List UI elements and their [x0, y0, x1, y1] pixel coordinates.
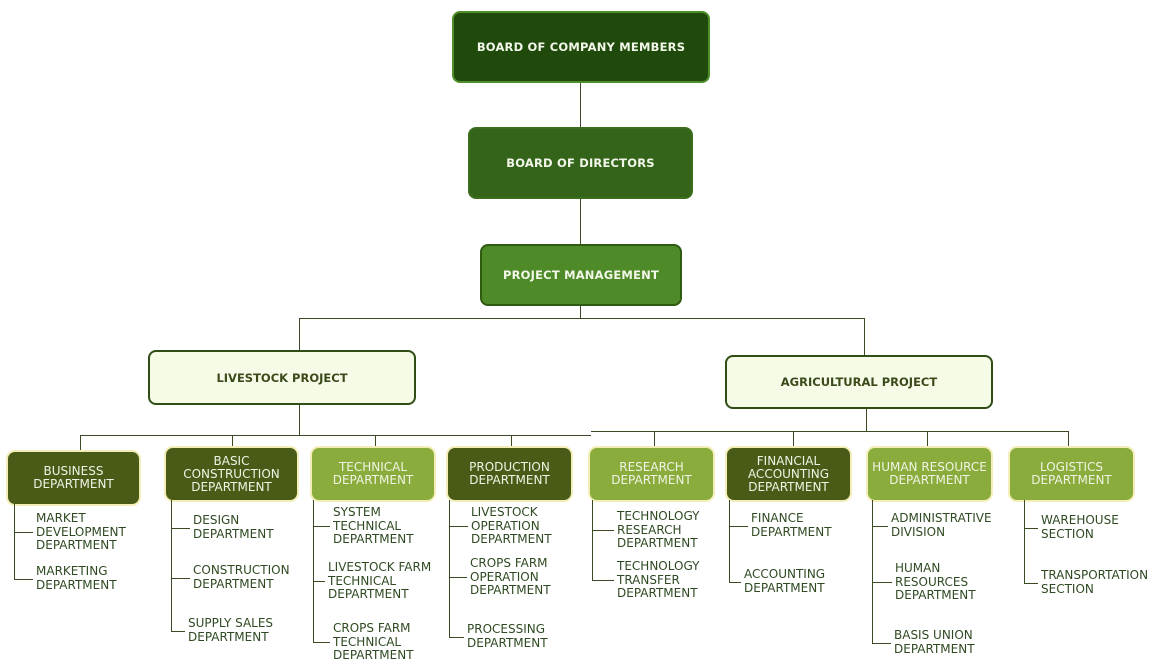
- sub-department: TECHNOLOGY RESEARCH DEPARTMENT: [617, 509, 700, 550]
- sub-tick: [171, 527, 190, 529]
- connector-projects-bar: [299, 318, 865, 319]
- sub-tick: [872, 525, 888, 527]
- connector-management-down: [580, 306, 581, 319]
- sub-tick: [729, 525, 748, 527]
- sub-tick: [592, 580, 614, 582]
- sub-tick: [14, 578, 33, 580]
- sub-tick: [171, 577, 190, 579]
- logistics-department-box: LOGISTICS DEPARTMENT: [1010, 448, 1133, 500]
- connector-to-technical: [375, 435, 376, 448]
- sub-spine-financial: [729, 500, 730, 582]
- sub-department: MARKETING DEPARTMENT: [36, 564, 117, 592]
- agricultural-project-label: AGRICULTURAL PROJECT: [780, 375, 938, 389]
- connector-to-business: [80, 435, 81, 452]
- connector-members-directors: [580, 83, 581, 127]
- livestock-project: LIVESTOCK PROJECT: [148, 350, 416, 405]
- research-department-label: RESEARCH DEPARTMENT: [611, 460, 692, 487]
- connector-to-financial: [793, 431, 794, 448]
- sub-department: CROPS FARM TECHNICAL DEPARTMENT: [333, 621, 414, 662]
- sub-tick: [313, 581, 325, 583]
- connector-to-research: [654, 431, 655, 448]
- connector-agricultural-down: [866, 408, 867, 432]
- sub-department: SYSTEM TECHNICAL DEPARTMENT: [333, 505, 414, 546]
- sub-department: PROCESSING DEPARTMENT: [467, 622, 548, 650]
- board-of-company-members: BOARD OF COMPANY MEMBERS: [452, 11, 710, 83]
- connector-to-agricultural: [864, 318, 865, 356]
- sub-tick: [872, 582, 892, 584]
- sub-tick: [14, 532, 33, 534]
- research-department-box: RESEARCH DEPARTMENT: [590, 448, 713, 500]
- production-department-box: PRODUCTION DEPARTMENT: [448, 448, 571, 500]
- agricultural-project: AGRICULTURAL PROJECT: [725, 355, 993, 409]
- sub-department: BASIS UNION DEPARTMENT: [894, 628, 975, 656]
- board-of-directors-label: BOARD OF DIRECTORS: [506, 156, 655, 170]
- sub-department: DESIGN DEPARTMENT: [193, 513, 274, 541]
- logistics-department-label: LOGISTICS DEPARTMENT: [1031, 460, 1112, 487]
- sub-tick: [729, 581, 741, 583]
- project-management-label: PROJECT MANAGEMENT: [502, 268, 659, 282]
- business-department-box: BUSINESS DEPARTMENT: [8, 452, 139, 504]
- connector-directors-management: [580, 199, 581, 244]
- sub-department: HUMAN RESOURCES DEPARTMENT: [895, 561, 976, 602]
- sub-department: SUPPLY SALES DEPARTMENT: [188, 616, 274, 644]
- sub-tick: [872, 642, 891, 644]
- livestock-project-label: LIVESTOCK PROJECT: [216, 370, 348, 385]
- production-department-label: PRODUCTION DEPARTMENT: [469, 460, 550, 487]
- connector-livestock-down: [299, 404, 300, 436]
- financial-department-box: FINANCIAL ACCOUNTING DEPARTMENT: [727, 448, 850, 500]
- sub-department: LIVESTOCK FARM TECHNICAL DEPARTMENT: [328, 560, 432, 601]
- sub-spine-logistics: [1024, 500, 1025, 583]
- board-of-directors: BOARD OF DIRECTORS: [468, 127, 693, 199]
- sub-department: FINANCE DEPARTMENT: [751, 511, 832, 539]
- sub-department: ACCOUNTING DEPARTMENT: [744, 567, 826, 595]
- connector-to-livestock: [299, 318, 300, 351]
- sub-spine-human-resource: [872, 500, 873, 643]
- connector-dept-bar-right: [591, 431, 1069, 432]
- sub-tick: [1024, 582, 1038, 584]
- connector-to-production: [511, 435, 512, 448]
- sub-spine-technical: [313, 500, 314, 643]
- sub-department: MARKET DEVELOPMENT DEPARTMENT: [36, 511, 126, 552]
- technical-department-box: TECHNICAL DEPARTMENT: [312, 448, 434, 500]
- sub-tick: [449, 577, 467, 579]
- sub-tick: [313, 642, 330, 644]
- human-resource-department-label: HUMAN RESOURCE DEPARTMENT: [872, 460, 987, 487]
- sub-spine-basic: [171, 500, 172, 631]
- connector-to-human-resource: [927, 431, 928, 448]
- technical-department-label: TECHNICAL DEPARTMENT: [332, 460, 414, 487]
- sub-department: CROPS FARM OPERATION DEPARTMENT: [470, 556, 551, 597]
- connector-to-basic: [232, 435, 233, 448]
- sub-tick: [592, 530, 614, 532]
- sub-tick: [171, 630, 185, 632]
- sub-spine-production: [449, 500, 450, 637]
- sub-department: WAREHOUSE SECTION: [1041, 513, 1119, 541]
- sub-department: ADMINISTRATIVE DIVISION: [891, 511, 992, 539]
- human-resource-department-box: HUMAN RESOURCE DEPARTMENT: [868, 448, 991, 500]
- sub-tick: [1024, 527, 1038, 529]
- sub-tick: [449, 636, 464, 638]
- basic-department-box: BASIC CONSTRUCTION DEPARTMENT: [166, 448, 297, 500]
- sub-department: LIVESTOCK OPERATION DEPARTMENT: [471, 505, 552, 546]
- sub-department: CONSTRUCTION DEPARTMENT: [193, 563, 290, 591]
- sub-tick: [313, 526, 330, 528]
- sub-department: TRANSPORTATION SECTION: [1041, 568, 1149, 596]
- financial-department-label: FINANCIAL ACCOUNTING DEPARTMENT: [747, 453, 830, 494]
- business-department-label: BUSINESS DEPARTMENT: [33, 464, 114, 491]
- sub-department: TECHNOLOGY TRANSFER DEPARTMENT: [617, 559, 700, 600]
- sub-tick: [449, 526, 468, 528]
- connector-dept-bar-left: [80, 435, 591, 436]
- project-management: PROJECT MANAGEMENT: [480, 244, 682, 306]
- basic-department-label: BASIC CONSTRUCTION DEPARTMENT: [183, 453, 280, 494]
- sub-spine-business: [14, 504, 15, 579]
- connector-to-logistics: [1068, 431, 1069, 448]
- board-of-company-members-label: BOARD OF COMPANY MEMBERS: [476, 40, 686, 54]
- sub-spine-research: [592, 500, 593, 581]
